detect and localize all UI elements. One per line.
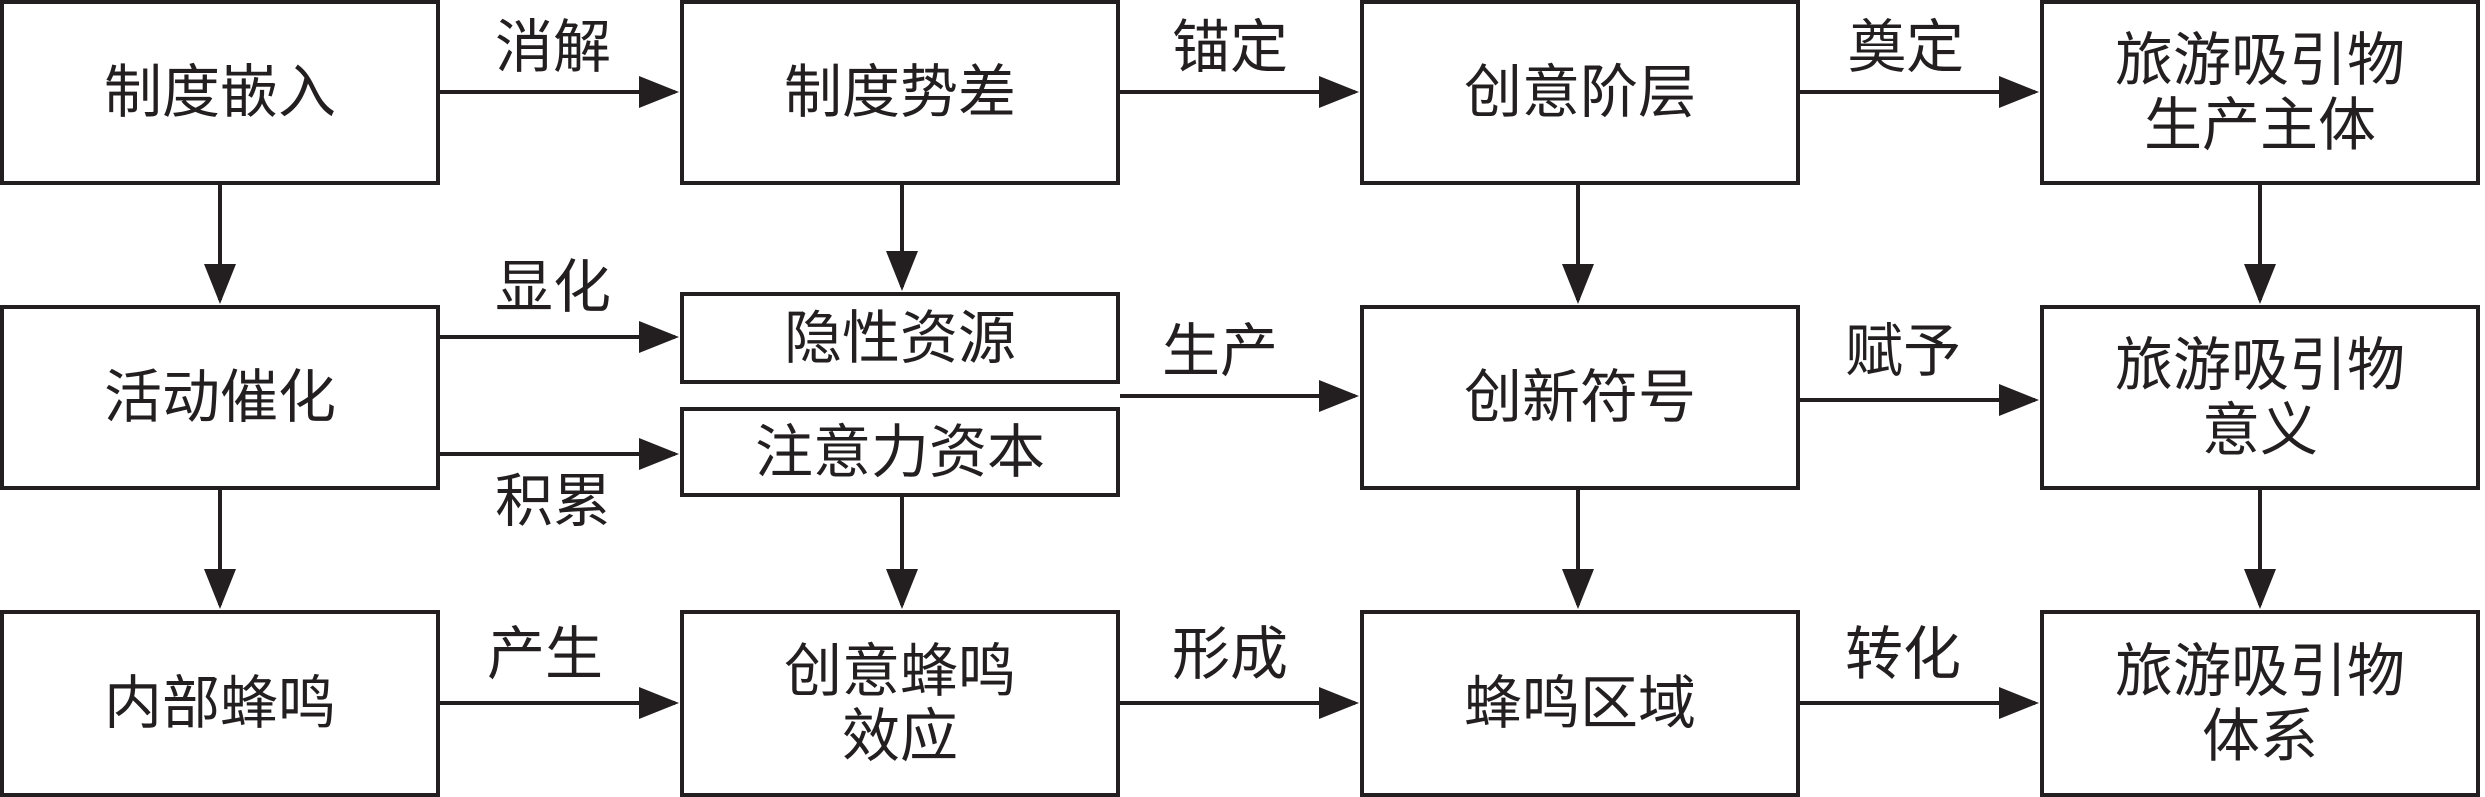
node-chuangxin-fuhao-label: 创新符号 xyxy=(1463,363,1696,432)
node-chuangyi-fengming-xiaoying: 创意蜂鸣 效应 xyxy=(680,610,1120,797)
node-yinxing-ziyuan-label: 隐性资源 xyxy=(783,303,1016,372)
edge-label-zhuanhua: 转化 xyxy=(1845,620,1962,688)
node-lvyou-tixi: 旅游吸引物 体系 xyxy=(2040,610,2480,797)
edge-label-shengchan: 生产 xyxy=(1162,317,1279,385)
node-chuangyi-fengming-xiaoying-label: 创意蜂鸣 效应 xyxy=(783,636,1016,770)
edge-label-xiaojie: 消解 xyxy=(495,13,612,81)
node-chuangxin-fuhao: 创新符号 xyxy=(1360,305,1800,490)
edge-label-fuyu: 赋予 xyxy=(1845,317,1962,385)
node-yinxing-ziyuan: 隐性资源 xyxy=(680,292,1120,384)
node-zhidu-qianru-label: 制度嵌入 xyxy=(103,58,336,127)
node-fengming-quyu-label: 蜂鸣区域 xyxy=(1463,669,1696,738)
edge-label-dianding: 奠定 xyxy=(1848,13,1965,81)
edge-label-xianhua: 显化 xyxy=(495,253,612,321)
node-lvyou-yiyi: 旅游吸引物 意义 xyxy=(2040,305,2480,490)
node-fengming-quyu: 蜂鸣区域 xyxy=(1360,610,1800,797)
node-chuangyi-jieceng: 创意阶层 xyxy=(1360,0,1800,185)
node-zhidu-qianru: 制度嵌入 xyxy=(0,0,440,185)
node-huodong-cuihua: 活动催化 xyxy=(0,305,440,490)
node-chuangyi-jieceng-label: 创意阶层 xyxy=(1463,58,1696,127)
edge-label-maoding: 锚定 xyxy=(1172,13,1289,81)
node-lvyou-shengchan-zhuti: 旅游吸引物 生产主体 xyxy=(2040,0,2480,185)
node-huodong-cuihua-label: 活动催化 xyxy=(103,363,336,432)
edge-label-jilei: 积累 xyxy=(495,467,612,535)
node-lvyou-shengchan-zhuti-label: 旅游吸引物 生产主体 xyxy=(2114,25,2405,159)
edge-label-xingcheng: 形成 xyxy=(1172,620,1289,688)
node-lvyou-tixi-label: 旅游吸引物 体系 xyxy=(2114,636,2405,770)
node-zhidu-shicha: 制度势差 xyxy=(680,0,1120,185)
node-neibu-fengming-label: 内部蜂鸣 xyxy=(103,669,336,738)
node-neibu-fengming: 内部蜂鸣 xyxy=(0,610,440,797)
node-zhidu-shicha-label: 制度势差 xyxy=(783,58,1016,127)
node-zhuyili-ziben: 注意力资本 xyxy=(680,407,1120,497)
node-lvyou-yiyi-label: 旅游吸引物 意义 xyxy=(2114,330,2405,464)
edge-label-chansheng: 产生 xyxy=(487,620,604,688)
node-zhuyili-ziben-label: 注意力资本 xyxy=(754,417,1045,486)
